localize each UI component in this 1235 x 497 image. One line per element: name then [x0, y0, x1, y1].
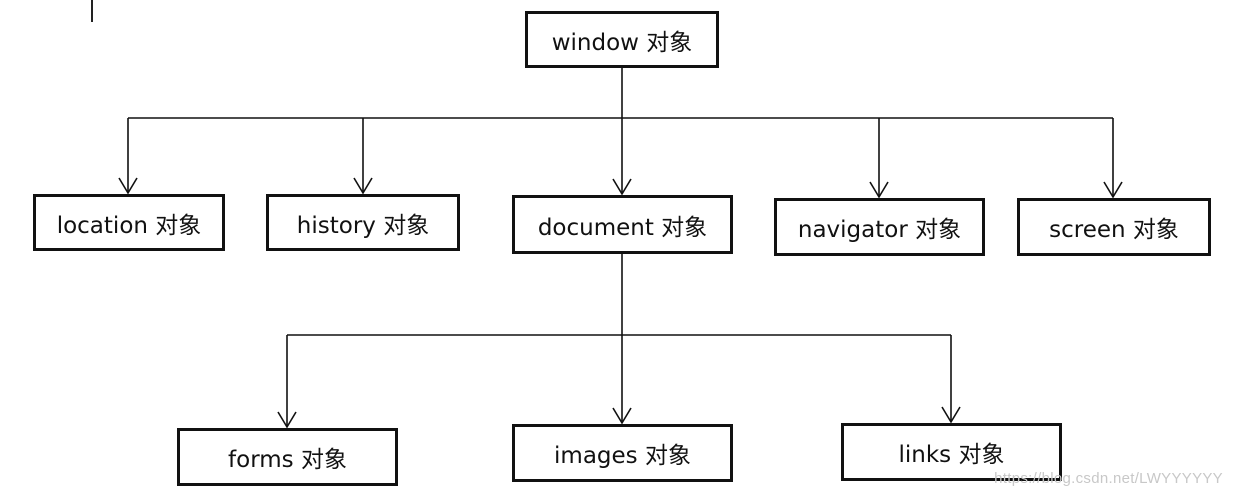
arrowhead-forms: [277, 411, 297, 429]
node-images: images 对象: [512, 424, 733, 482]
arrowhead-document: [612, 178, 632, 196]
arrowhead-screen: [1103, 181, 1123, 199]
connector-lines: [118, 67, 1123, 429]
arrowhead-location: [118, 177, 138, 195]
node-window: window 对象: [525, 11, 719, 68]
node-navigator: navigator 对象: [774, 198, 985, 256]
arrowhead-images: [612, 407, 632, 425]
node-links: links 对象: [841, 423, 1062, 481]
node-history: history 对象: [266, 194, 460, 251]
node-location: location 对象: [33, 194, 225, 251]
arrowhead-navigator: [869, 181, 889, 199]
node-document: document 对象: [512, 195, 733, 254]
text-cursor: [91, 0, 93, 22]
watermark-text: https://blog.csdn.net/LWYYYYYY: [994, 470, 1223, 487]
node-screen: screen 对象: [1017, 198, 1211, 256]
arrowhead-history: [353, 177, 373, 195]
arrowhead-links: [941, 406, 961, 424]
node-forms: forms 对象: [177, 428, 398, 486]
